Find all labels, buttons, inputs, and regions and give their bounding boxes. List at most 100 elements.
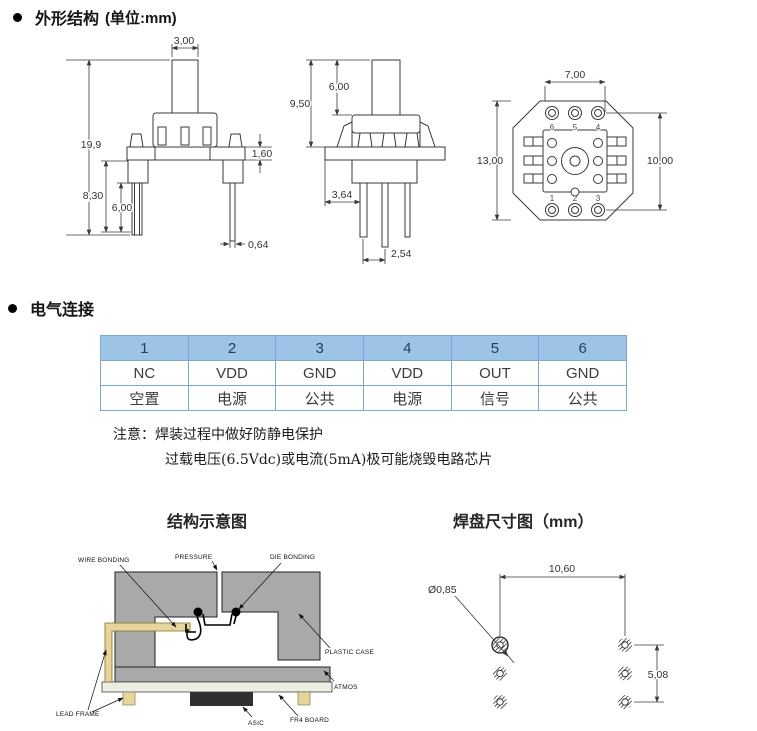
pad-diagram-title: 焊盘尺寸图（mm） bbox=[453, 514, 594, 531]
front-view: 3,00 19,9 8,30 6,00 bbox=[66, 34, 274, 253]
pin-function-cell: 信号 bbox=[450, 385, 540, 411]
pin-table-signal-row: NC VDD GND VDD OUT GND bbox=[100, 360, 627, 386]
pin-signal-cell: OUT bbox=[450, 360, 540, 386]
pin-header-cell: 2 bbox=[187, 335, 277, 361]
dim-top-body-width: 7,00 bbox=[544, 68, 606, 112]
label-wire-bonding: WIRE BONDING bbox=[78, 557, 130, 564]
svg-text:13,00: 13,00 bbox=[477, 155, 503, 167]
structure-diagram: WIRE BONDING PRESSURE DIE BONDING PLASTI… bbox=[56, 554, 374, 727]
dim-side-port-height: 6,00 bbox=[327, 59, 352, 116]
svg-text:6,00: 6,00 bbox=[112, 202, 133, 214]
pin-table: 1 2 3 4 5 6 NC VDD GND VDD OUT GND 空置 电源… bbox=[100, 335, 627, 411]
pin-function-cell: 公共 bbox=[538, 385, 627, 411]
side-tabs bbox=[523, 136, 627, 184]
dim-row-span: 5,08 bbox=[634, 644, 670, 703]
dim-front-pin-width: 0,64 bbox=[220, 238, 270, 253]
pin-header-cell: 1 bbox=[100, 335, 189, 361]
svg-text:7,00: 7,00 bbox=[565, 69, 586, 81]
bond-dot-left bbox=[193, 607, 203, 617]
case-base-slab bbox=[114, 666, 331, 683]
solder-pads bbox=[491, 636, 632, 709]
section-outline-header: 外形结构 (单位:mm) bbox=[13, 5, 177, 29]
dim-hole-diameter: Ø0,85 bbox=[427, 583, 515, 664]
bullet-icon bbox=[13, 12, 22, 22]
svg-text:3,64: 3,64 bbox=[332, 189, 353, 201]
top-view: 6 5 4 1 2 3 7,00 bbox=[475, 68, 675, 221]
note-line-2: 过载电压(6.5Vdc)或电流(5mA)极可能烧毁电路芯片 bbox=[165, 452, 493, 468]
svg-text:5,08: 5,08 bbox=[648, 669, 669, 681]
inner-features bbox=[547, 138, 603, 197]
dim-top-pin-row-span: 10,00 bbox=[606, 112, 675, 211]
svg-text:2,54: 2,54 bbox=[391, 248, 412, 260]
lead-frame bbox=[104, 622, 191, 683]
asic-block bbox=[190, 692, 253, 706]
label-plastic-case: PLASTIC CASE bbox=[325, 649, 374, 656]
svg-text:3,00: 3,00 bbox=[174, 35, 195, 47]
side-view: 9,50 6,00 3,64 2,54 bbox=[288, 59, 446, 264]
pin-table-function-row: 空置 电源 公共 电源 信号 公共 bbox=[100, 385, 627, 411]
pin-label-4: 4 bbox=[596, 123, 601, 132]
dim-front-top-width: 3,00 bbox=[171, 34, 199, 57]
section-outline-unit: (单位:mm) bbox=[105, 9, 177, 27]
dim-side-pin-pitch: 2,54 bbox=[362, 239, 413, 264]
pin-function-cell: 空置 bbox=[100, 385, 189, 411]
svg-text:0,64: 0,64 bbox=[248, 239, 269, 251]
case-right-block bbox=[221, 571, 321, 661]
pin-signal-cell: NC bbox=[100, 360, 189, 386]
lead-frame-foot-left bbox=[122, 691, 136, 706]
pin-header-cell: 6 bbox=[538, 335, 627, 361]
die-and-wires bbox=[185, 613, 237, 641]
case-left-block bbox=[114, 571, 218, 668]
pin-function-cell: 电源 bbox=[362, 385, 452, 411]
pin-label-1: 1 bbox=[550, 194, 555, 203]
dim-side-cap-height: 9,50 bbox=[288, 59, 370, 148]
dim-side-pin-offset: 3,64 bbox=[324, 160, 361, 206]
outline-drawings: 3,00 19,9 8,30 6,00 bbox=[66, 34, 675, 264]
svg-text:1,60: 1,60 bbox=[252, 148, 273, 160]
label-die-bonding: DIE BONDING bbox=[270, 554, 315, 561]
pin-signal-cell: GND bbox=[538, 360, 627, 386]
svg-text:Ø0,85: Ø0,85 bbox=[428, 584, 457, 596]
pin-label-2: 2 bbox=[573, 194, 578, 203]
bullet-icon bbox=[8, 303, 17, 313]
pin-function-cell: 电源 bbox=[187, 385, 277, 411]
pin-function-cell: 公共 bbox=[275, 385, 364, 411]
pin-label-3: 3 bbox=[596, 194, 601, 203]
bond-dot-right bbox=[231, 607, 241, 617]
structure-diagram-title: 结构示意图 bbox=[167, 514, 248, 531]
pin-label-6: 6 bbox=[550, 123, 555, 132]
label-fr4-board: FR4 BOARD bbox=[290, 717, 329, 724]
svg-text:9,50: 9,50 bbox=[290, 98, 311, 110]
lead-frame-foot-right bbox=[297, 691, 311, 706]
pin-header-cell: 3 bbox=[275, 335, 364, 361]
label-asic: ASIC bbox=[248, 720, 264, 727]
pin-signal-cell: VDD bbox=[187, 360, 277, 386]
svg-text:6,00: 6,00 bbox=[329, 81, 350, 93]
pin-signal-cell: GND bbox=[275, 360, 364, 386]
notes: 注意：焊装过程中做好防静电保护 过载电压(6.5Vdc)或电流(5mA)极可能烧… bbox=[113, 423, 492, 473]
pin-holes bbox=[545, 106, 605, 217]
dim-column-spacing: 10,60 bbox=[499, 562, 626, 636]
pin-header-cell: 4 bbox=[362, 335, 452, 361]
pin-header-cell: 5 bbox=[450, 335, 540, 361]
section-electrical-title: 电气连接 bbox=[30, 302, 95, 319]
svg-text:8,30: 8,30 bbox=[83, 190, 104, 202]
section-electrical-header: 电气连接 bbox=[8, 296, 94, 320]
label-atmos: ATMOS bbox=[334, 684, 358, 691]
dim-front-flange-thickness: 1,60 bbox=[245, 134, 274, 173]
note-line-1: 注意：焊装过程中做好防静电保护 bbox=[113, 427, 323, 443]
section-outline-title: 外形结构 bbox=[35, 11, 100, 28]
svg-text:10,60: 10,60 bbox=[549, 563, 575, 575]
pin-signal-cell: VDD bbox=[362, 360, 452, 386]
dim-front-pin-exposed: 6,00 bbox=[110, 182, 134, 233]
dim-top-overall: 13,00 bbox=[475, 100, 511, 221]
pad-diagram: Ø0,85 10,60 5,08 bbox=[427, 562, 670, 709]
label-lead-frame: LEAD FRAME bbox=[56, 711, 100, 718]
pin-label-5: 5 bbox=[573, 123, 578, 132]
svg-text:10,00: 10,00 bbox=[647, 155, 673, 167]
dim-front-total-height: 19,9 bbox=[66, 59, 170, 236]
label-pressure: PRESSURE bbox=[175, 554, 213, 561]
fr4-board bbox=[101, 681, 333, 693]
svg-text:19,9: 19,9 bbox=[81, 139, 102, 151]
